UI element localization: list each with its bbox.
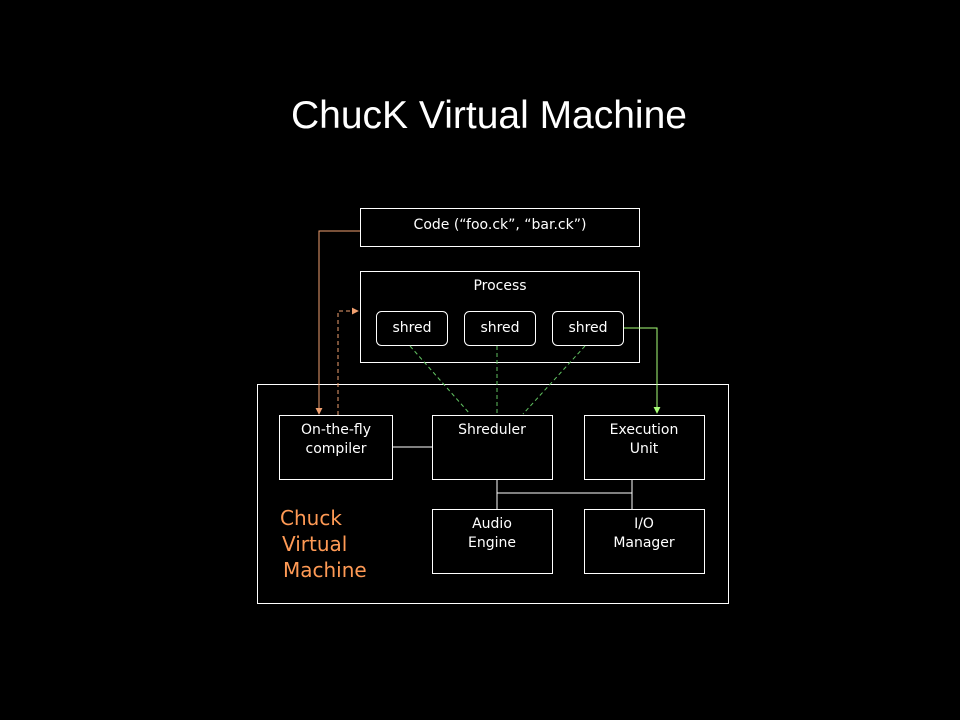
shreduler-label: Shreduler: [458, 422, 526, 438]
compiler-to-process-arrow: [337, 307, 359, 415]
vm-label-line1: Chuck: [280, 506, 342, 530]
compiler-box: On-the-fly compiler: [279, 415, 393, 480]
vm-label-line2: Virtual: [282, 532, 347, 556]
io-manager-label-line2: Manager: [613, 535, 675, 551]
shred-1: shred: [376, 311, 448, 346]
vm-label-line3: Machine: [283, 558, 367, 582]
io-manager-box: I/O Manager: [584, 509, 705, 574]
code-to-compiler-arrow: [315, 230, 360, 415]
shred-2-label: shred: [480, 320, 519, 336]
internal-bus: [496, 480, 633, 509]
shred3-shreduler-link: [522, 345, 586, 415]
shred-3: shred: [552, 311, 624, 346]
shreduler-box: Shreduler: [432, 415, 553, 480]
shred-3-label: shred: [568, 320, 607, 336]
slide-title: ChucK Virtual Machine: [291, 94, 687, 137]
compiler-label-line2: compiler: [306, 441, 367, 457]
audio-engine-label-line1: Audio: [472, 516, 512, 532]
shred1-shreduler-link: [409, 345, 471, 415]
audio-engine-box: Audio Engine: [432, 509, 553, 574]
process-box: Process: [360, 271, 640, 363]
audio-engine-label-line2: Engine: [468, 535, 516, 551]
execution-unit-label-line1: Execution: [610, 422, 679, 438]
execution-unit-box: Execution Unit: [584, 415, 705, 480]
code-box-label: Code (“foo.ck”, “bar.ck”): [414, 217, 587, 233]
io-manager-label-line1: I/O: [634, 516, 654, 532]
compiler-label-line1: On-the-fly: [301, 422, 371, 438]
vm-container: [257, 384, 729, 604]
code-box: Code (“foo.ck”, “bar.ck”): [360, 208, 640, 247]
shred-1-label: shred: [392, 320, 431, 336]
shred-2: shred: [464, 311, 536, 346]
shred-to-execution-arrow: [624, 327, 661, 414]
process-label: Process: [473, 278, 526, 294]
execution-unit-label-line2: Unit: [630, 441, 659, 457]
